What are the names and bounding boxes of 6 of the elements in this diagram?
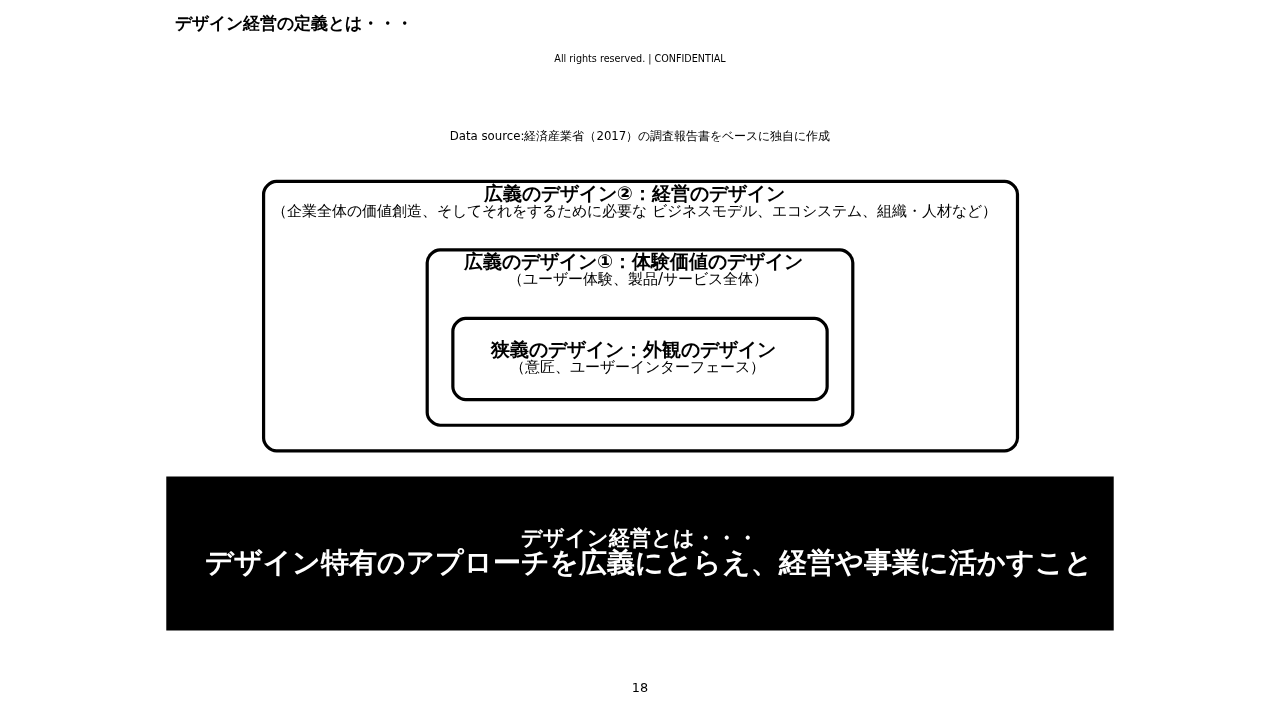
label: All rights reserved. | CONFIDENTIAL [554,52,726,64]
label: 18 [631,679,649,695]
node-box: デザイン経営とは・・・ デザイン特有のアプローチを広義にとらえ、経営や事業に活かすこと [166,476,1114,631]
label: Data source:経済産業省（2017）の調査報告書をベースに独自に作成 [449,128,831,143]
node-box: 狭義のデザイン：外観のデザイン （意匠、ユーザーインターフェース） [451,316,829,402]
diagram-title: デザイン経営の定義とは・・・ [174,13,413,34]
